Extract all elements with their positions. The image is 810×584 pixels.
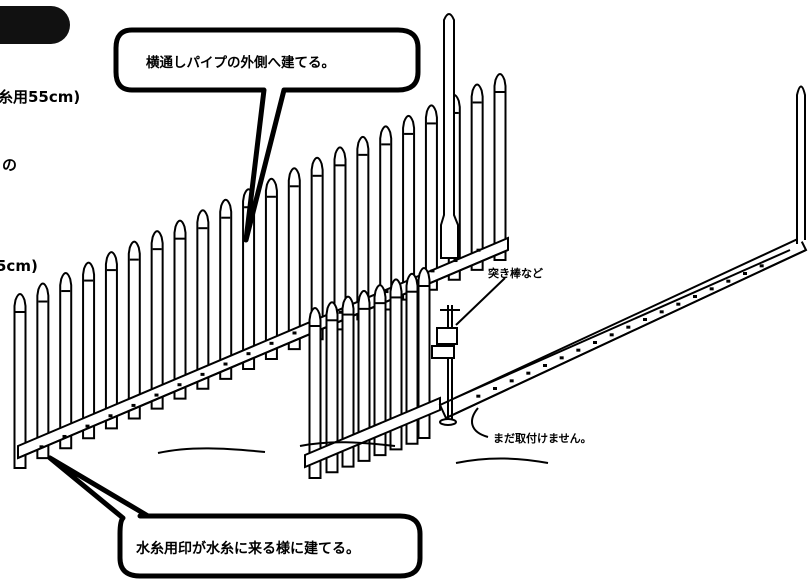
fence-post-left (424, 104, 438, 291)
pipe-holes-left (39, 248, 481, 449)
fence-post-left (82, 261, 96, 440)
pipe-hole (743, 272, 747, 275)
pipe-hole (676, 302, 681, 306)
fence-post-gate (357, 289, 371, 462)
tall-center-post (440, 13, 459, 259)
fence-post-left (173, 219, 187, 400)
pipe-hole (246, 352, 251, 356)
pipe-hole (643, 318, 647, 321)
callout-bottom-text: 水糸用印が水糸に来る様に建てる。 (136, 541, 360, 557)
pipe-hole (430, 269, 435, 273)
pipe-hole (726, 279, 731, 283)
pipe-hole (62, 434, 67, 438)
pipe-hole (493, 387, 497, 390)
right-end-post (796, 85, 806, 244)
fence-post-left (59, 272, 73, 450)
pipe-hole (154, 393, 159, 397)
pipe-hole (108, 414, 113, 418)
fence-post-gate (417, 267, 431, 439)
pipe-hole (476, 394, 481, 398)
pipe-hole (223, 362, 228, 366)
fence-post-gate (405, 272, 419, 445)
not-attached-pointer (471, 407, 489, 438)
fence-post-left (287, 167, 301, 351)
fence-post-gate (308, 307, 322, 479)
fence-post-left (36, 282, 50, 460)
fence-post-left (493, 73, 507, 261)
fence-post-gate (373, 284, 387, 457)
pipe-hole (200, 372, 205, 376)
fence-post-gate (325, 301, 339, 474)
callout-bubble-top (113, 27, 421, 243)
pipe-hole (177, 383, 182, 387)
pipe-hole (292, 331, 297, 335)
fence-post-left (310, 156, 324, 341)
tool-label: 突き棒など (488, 267, 543, 280)
fence-post-gate (341, 295, 355, 468)
tool-pointer (455, 277, 506, 326)
fence-post-left (402, 114, 416, 301)
fence-post-left (470, 83, 484, 271)
horizontal-pipe-right (438, 236, 808, 420)
pipe-hole (476, 248, 481, 252)
pipe-hole (626, 325, 631, 329)
side-text-line-3: 5cm) (0, 257, 38, 275)
section-header-chip (0, 6, 70, 44)
side-text-line-1: 糸用55cm) (0, 88, 81, 106)
pipe-hole (609, 333, 614, 337)
fence-post-left (219, 198, 233, 380)
pipe-hole (85, 424, 90, 428)
ground-lines (157, 441, 549, 464)
pipe-hole (269, 341, 274, 345)
pipe-hole (526, 371, 531, 375)
horizontal-pipe-gate (304, 396, 441, 469)
pipe-hole (453, 259, 458, 263)
fence-post-gate (389, 278, 403, 451)
pipe-hole (693, 295, 697, 298)
pipe-hole (543, 364, 547, 367)
pipe-hole (576, 348, 581, 352)
fence-post-left (196, 209, 210, 390)
pipe-hole (509, 379, 514, 383)
not-attached-label: まだ取付けません。 (493, 432, 592, 445)
fence-post-left (356, 135, 370, 321)
pipe-hole (39, 445, 44, 449)
pipe-hole (759, 264, 764, 268)
pipe-hole (593, 341, 597, 344)
fence-post-left (104, 251, 118, 430)
pipe-hole (384, 290, 389, 294)
pipe-holes-right (476, 264, 764, 398)
fence-post-left (379, 125, 393, 311)
fence-post-left (150, 230, 164, 410)
pipe-hole (659, 310, 664, 314)
ramming-tool (431, 305, 460, 426)
fence-post-left (13, 293, 27, 469)
callout-bubble-bottom (47, 455, 423, 579)
pipe-hole (559, 356, 564, 360)
callout-top-text: 横通しパイプの外側へ建てる。 (146, 55, 335, 71)
fence-post-left (127, 240, 141, 420)
fence-gate-section (308, 267, 431, 479)
pipe-hole (131, 403, 136, 407)
side-text-line-2: の (2, 156, 18, 174)
fence-post-left (264, 177, 278, 361)
fence-post-left (333, 146, 347, 331)
pipe-hole (709, 287, 714, 291)
pipe-hole (338, 310, 343, 314)
